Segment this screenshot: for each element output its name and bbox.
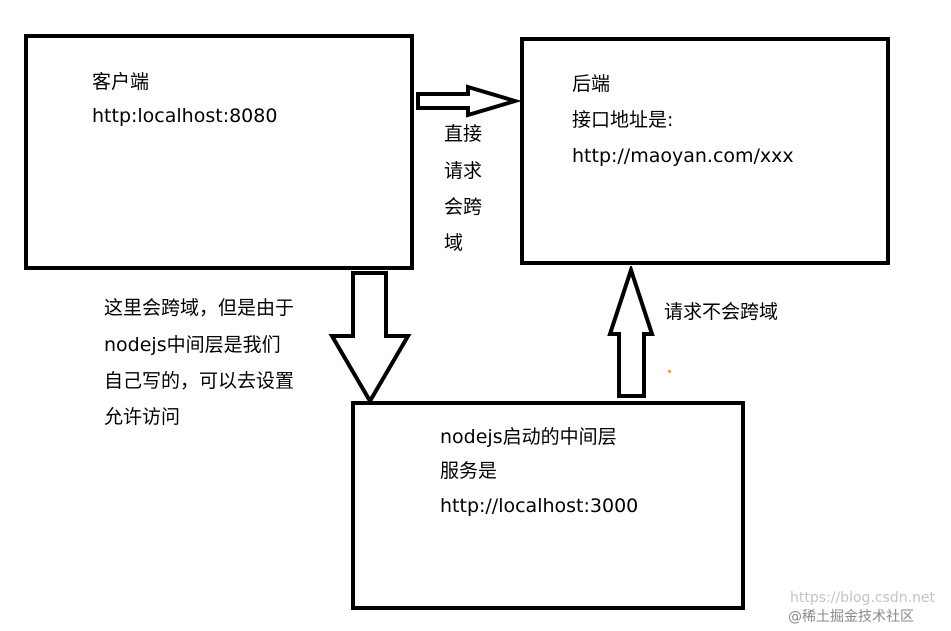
middle-label: 服务是 (440, 460, 498, 482)
client-address: http:localhost:8080 (92, 105, 278, 127)
direct-request-line-3: 会跨 (444, 196, 483, 218)
right-arrow-icon (416, 84, 523, 118)
watermark-url: https://blog.csdn.net (790, 590, 936, 606)
direct-request-line-2: 请求 (444, 160, 483, 182)
cross-note-line-3: 自己写的，可以去设置 (104, 370, 295, 392)
backend-address: http://maoyan.com/xxx (572, 145, 794, 167)
stray-dot (668, 370, 671, 373)
middle-layer-box (351, 401, 745, 610)
cross-note-line-2: nodejs中间层是我们 (104, 334, 281, 356)
client-title: 客户端 (92, 71, 150, 93)
client-box (24, 34, 414, 270)
up-arrow-icon (607, 266, 655, 398)
direct-request-line-4: 域 (444, 232, 464, 254)
backend-box (520, 37, 890, 265)
down-arrow-icon (328, 271, 412, 405)
backend-label: 接口地址是: (572, 109, 674, 131)
watermark-brand: @稀土掘金技术社区 (788, 609, 914, 625)
direct-request-line-1: 直接 (444, 123, 483, 145)
backend-title: 后端 (572, 73, 611, 95)
cross-note-line-4: 允许访问 (104, 406, 181, 428)
cross-note-line-1: 这里会跨域，但是由于 (104, 297, 295, 319)
middle-title: nodejs启动的中间层 (440, 426, 617, 448)
no-cross-domain-label: 请求不会跨域 (664, 301, 779, 323)
middle-address: http://localhost:3000 (440, 495, 639, 517)
